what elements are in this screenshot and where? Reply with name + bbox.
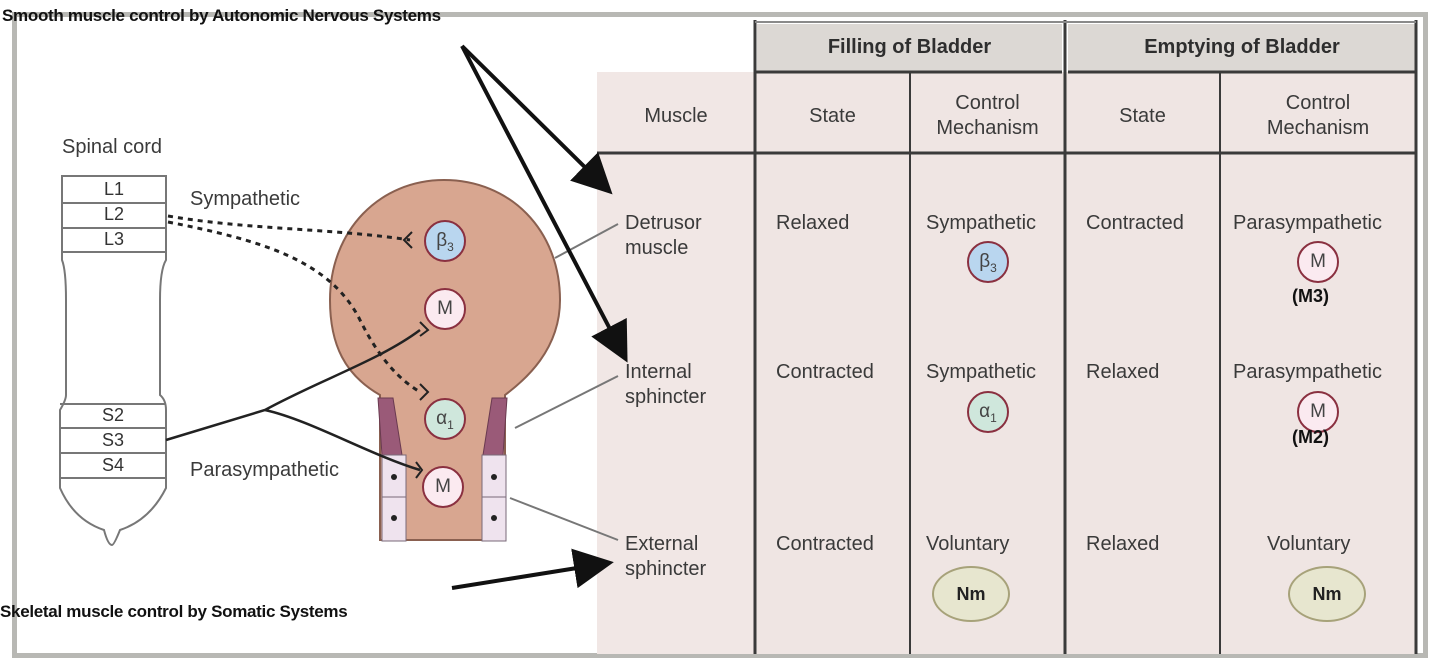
- row3-fill-nm-icon: Nm: [932, 566, 1010, 622]
- row3-empty-nm-icon: Nm: [1288, 566, 1366, 622]
- row2-m-icon: M: [1297, 391, 1339, 433]
- segment-s4: S4: [101, 455, 125, 475]
- col-empty-state: State: [1119, 105, 1166, 127]
- row2-alpha1-icon: α1: [967, 391, 1009, 433]
- row1-empty-control: Parasympathetic: [1233, 212, 1382, 234]
- segment-s2: S2: [101, 405, 125, 425]
- row3-empty-state: Relaxed: [1086, 533, 1160, 555]
- row3-fill-control: Voluntary: [926, 533, 1010, 555]
- row2-fill-control: Sympathetic: [926, 361, 1037, 383]
- annotation-somatic: Skeletal muscle control by Somatic Syste…: [0, 602, 348, 621]
- header-filling: Filling of Bladder: [827, 36, 992, 58]
- row1-m-icon: M: [1297, 241, 1339, 283]
- header-emptying: Emptying of Bladder: [1144, 36, 1340, 58]
- segment-l1: L1: [103, 179, 125, 199]
- segment-l3: L3: [103, 229, 125, 249]
- m-receptor-sphincter-icon: M: [422, 466, 464, 508]
- sympathetic-label: Sympathetic: [190, 188, 301, 210]
- row2-empty-control: Parasympathetic: [1233, 361, 1382, 383]
- m-receptor-detrusor-icon: M: [424, 288, 466, 330]
- col-fill-state: State: [809, 105, 856, 127]
- parasympathetic-label: Parasympathetic: [190, 459, 339, 481]
- row3-fill-state: Contracted: [776, 533, 874, 555]
- row1-beta3-icon: β3: [967, 241, 1009, 283]
- alpha1-receptor-icon: α1: [424, 398, 466, 440]
- row1-fill-state: Relaxed: [776, 212, 850, 234]
- beta3-receptor-icon: β3: [424, 220, 466, 262]
- row2-m2-note: (M2): [1292, 427, 1329, 447]
- row1-empty-state: Contracted: [1086, 212, 1184, 234]
- segment-l2: L2: [103, 204, 125, 224]
- row3-empty-control: Voluntary: [1267, 533, 1351, 555]
- row2-fill-state: Contracted: [776, 361, 874, 383]
- row1-m3-note: (M3): [1292, 286, 1329, 306]
- spinal-cord-label: Spinal cord: [62, 136, 163, 158]
- segment-s3: S3: [101, 430, 125, 450]
- row1-fill-control: Sympathetic: [926, 212, 1037, 234]
- annotation-autonomic: Smooth muscle control by Autonomic Nervo…: [2, 6, 441, 25]
- col-muscle: Muscle: [644, 105, 708, 127]
- row2-empty-state: Relaxed: [1086, 361, 1160, 383]
